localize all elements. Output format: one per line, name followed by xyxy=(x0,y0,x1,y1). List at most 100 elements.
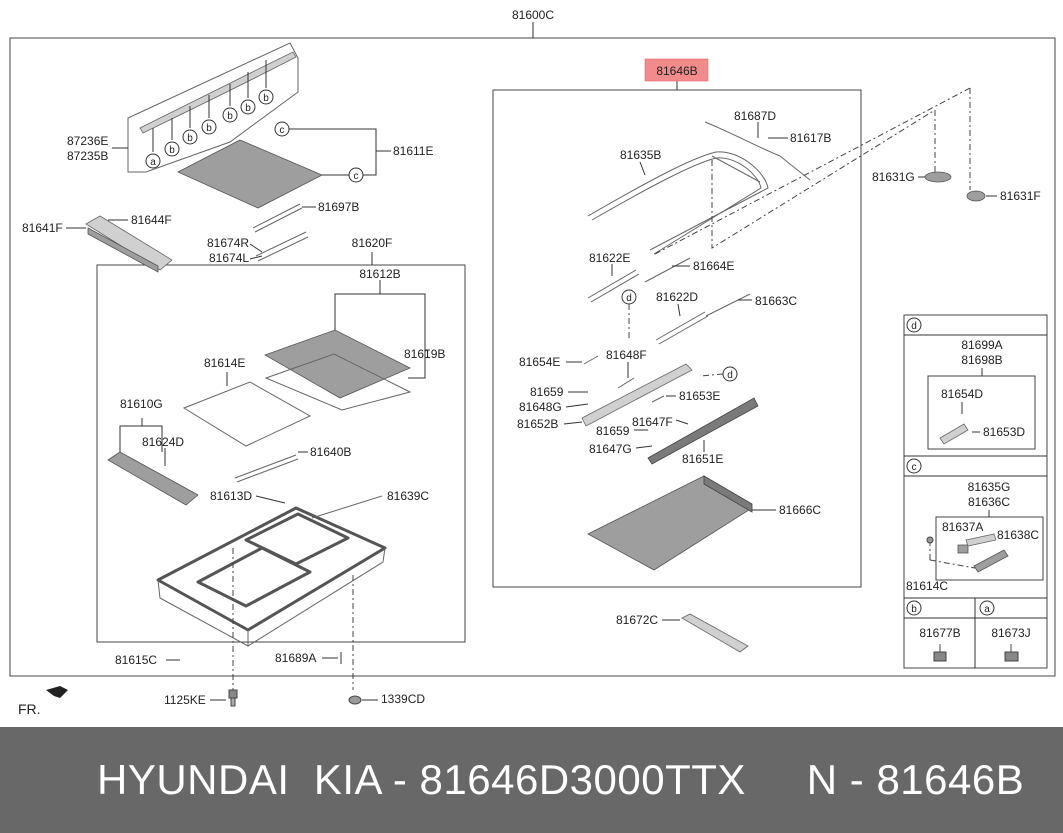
label-81644F[interactable]: 81644F xyxy=(131,213,172,227)
label-81653D[interactable]: 81653D xyxy=(983,425,1025,439)
part-81677B[interactable] xyxy=(933,644,947,662)
part-81654D[interactable] xyxy=(939,423,969,445)
label-81647F[interactable]: 81647F xyxy=(632,415,673,429)
part-81648F[interactable] xyxy=(617,377,635,389)
label-81677B[interactable]: 81677B xyxy=(919,626,960,640)
label-81614E[interactable]: 81614E xyxy=(204,356,245,370)
label-81614C[interactable]: 81614C xyxy=(906,579,948,593)
sunroof-exploded-diagram: 81600C 81620F 81646B a b b b b b b c c 8… xyxy=(9,8,1056,717)
label-81631F[interactable]: 81631F xyxy=(1000,189,1041,203)
label-1339CD[interactable]: 1339CD xyxy=(381,692,425,706)
label-81648F[interactable]: 81648F xyxy=(606,348,647,362)
label-81611E[interactable]: 81611E xyxy=(393,144,433,158)
label-81687D[interactable]: 81687D xyxy=(734,109,776,123)
highlight-81646B xyxy=(644,58,709,82)
svg-text:b: b xyxy=(169,145,175,156)
part-1125KE[interactable] xyxy=(228,689,238,707)
svg-text:b: b xyxy=(911,604,917,615)
label-81624D[interactable]: 81624D xyxy=(142,435,184,449)
label-81659-lower[interactable]: 81659 xyxy=(596,424,630,438)
label-81637A[interactable]: 81637A xyxy=(942,520,983,534)
part-81672C[interactable] xyxy=(681,613,749,653)
label-81641F[interactable]: 81641F xyxy=(22,221,63,235)
svg-text:d: d xyxy=(911,321,917,332)
part-81654E[interactable] xyxy=(583,355,599,365)
label-81617B[interactable]: 81617B xyxy=(790,131,831,145)
part-81673J[interactable] xyxy=(1004,644,1019,662)
part-81697B[interactable] xyxy=(252,203,301,229)
part-81614E[interactable] xyxy=(182,381,312,447)
part-81652B[interactable] xyxy=(581,363,693,427)
svg-text:c: c xyxy=(912,462,917,473)
label-81673J[interactable]: 81673J xyxy=(991,626,1030,640)
label-81615C[interactable]: 81615C xyxy=(115,653,157,667)
label-81698B[interactable]: 81698B xyxy=(961,353,1002,367)
label-81653E[interactable]: 81653E xyxy=(679,389,720,403)
frame-81620F xyxy=(96,264,466,643)
part-81622E[interactable] xyxy=(587,269,637,299)
label-81652B[interactable]: 81652B xyxy=(517,417,558,431)
label-81622E[interactable]: 81622E xyxy=(589,251,630,265)
svg-text:d: d xyxy=(626,293,632,304)
label-81646B[interactable]: 81646B xyxy=(656,64,697,78)
svg-text:b: b xyxy=(227,111,233,122)
label-81613D[interactable]: 81613D xyxy=(210,489,252,503)
label-81639C[interactable]: 81639C xyxy=(387,489,429,503)
svg-text:b: b xyxy=(245,103,251,114)
label-81636C[interactable]: 81636C xyxy=(968,495,1010,509)
label-81635B[interactable]: 81635B xyxy=(620,148,661,162)
part-81674R[interactable] xyxy=(255,231,307,257)
label-81674L[interactable]: 81674L xyxy=(209,251,249,265)
part-81612B[interactable] xyxy=(264,329,411,399)
part-81637A[interactable] xyxy=(957,533,1009,573)
part-81639C[interactable] xyxy=(311,495,383,519)
part-81631G[interactable] xyxy=(924,171,952,183)
part-81635B[interactable] xyxy=(587,151,769,255)
label-81651E[interactable]: 81651E xyxy=(682,452,723,466)
label-81664E[interactable]: 81664E xyxy=(693,259,734,273)
label-81663C[interactable]: 81663C xyxy=(755,294,797,308)
svg-text:a: a xyxy=(984,604,990,615)
part-number-text: HYUNDAI KIA - 81646D3000TTX N - 81646B xyxy=(97,756,1025,803)
label-fr: FR. xyxy=(18,701,41,717)
label-81674R[interactable]: 81674R xyxy=(207,236,249,250)
label-81699A[interactable]: 81699A xyxy=(961,338,1002,352)
label-81610G[interactable]: 81610G xyxy=(120,397,163,411)
part-1339CD[interactable] xyxy=(348,695,362,705)
part-81687D[interactable] xyxy=(704,121,811,181)
label-81638C[interactable]: 81638C xyxy=(997,528,1039,542)
label-81600C[interactable]: 81600C xyxy=(512,8,554,22)
part-81653E[interactable] xyxy=(651,395,665,403)
label-81640B[interactable]: 81640B xyxy=(310,445,351,459)
part-81610G[interactable] xyxy=(107,451,199,506)
label-81654D[interactable]: 81654D xyxy=(941,387,983,401)
part-81640B[interactable] xyxy=(234,454,297,479)
label-81689A[interactable]: 81689A xyxy=(275,651,316,665)
part-81613D[interactable] xyxy=(156,506,387,647)
part-number-footer: HYUNDAI KIA - 81646D3000TTX N - 81646B xyxy=(0,727,1063,833)
label-81697B[interactable]: 81697B xyxy=(318,200,359,214)
label-81654E[interactable]: 81654E xyxy=(519,355,560,369)
part-81631F[interactable] xyxy=(966,190,986,202)
label-81659-upper[interactable]: 81659 xyxy=(530,385,564,399)
svg-text:c: c xyxy=(354,171,359,182)
part-81651E[interactable] xyxy=(647,397,759,465)
part-81663C[interactable] xyxy=(705,293,751,317)
label-81648G[interactable]: 81648G xyxy=(519,400,562,414)
label-1125KE[interactable]: 1125KE xyxy=(164,693,206,707)
part-87236E[interactable] xyxy=(139,51,297,134)
label-81666C[interactable]: 81666C xyxy=(779,503,821,517)
label-81672C[interactable]: 81672C xyxy=(616,613,658,627)
part-81622D[interactable] xyxy=(655,311,706,341)
part-81664E[interactable] xyxy=(644,257,691,283)
part-81611E[interactable] xyxy=(177,139,323,209)
label-81635G[interactable]: 81635G xyxy=(968,480,1011,494)
label-81619B[interactable]: 81619B xyxy=(404,347,445,361)
label-87235B[interactable]: 87235B xyxy=(67,149,108,163)
label-81622D[interactable]: 81622D xyxy=(656,290,698,304)
label-81647G[interactable]: 81647G xyxy=(589,442,632,456)
label-81620F[interactable]: 81620F xyxy=(352,236,393,250)
label-87236E[interactable]: 87236E xyxy=(67,134,108,148)
label-81612B[interactable]: 81612B xyxy=(359,267,400,281)
label-81631G[interactable]: 81631G xyxy=(872,170,915,184)
